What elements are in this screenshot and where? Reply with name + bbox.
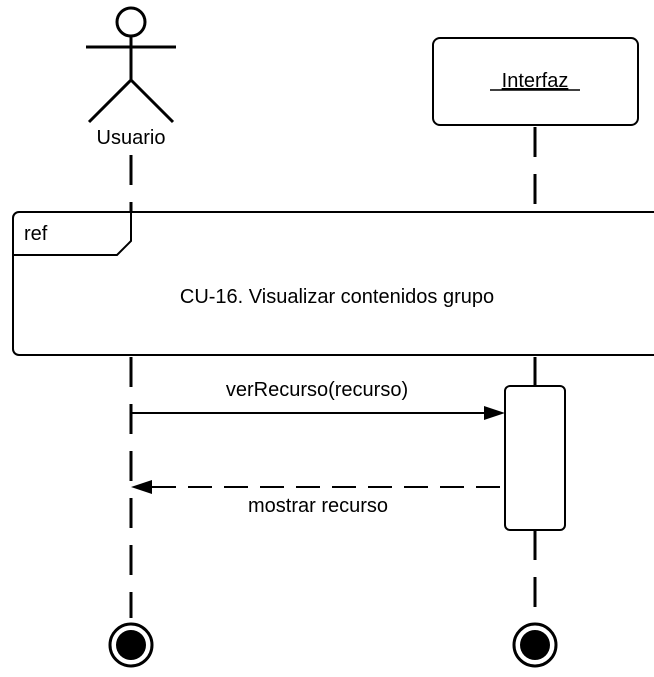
object-box-interfaz [432, 37, 639, 126]
actor-label: Usuario [97, 127, 166, 149]
object-label: Interfaz [502, 70, 569, 92]
actor-left-leg [87, 78, 133, 124]
end-usuario [108, 622, 154, 668]
activation-bar [504, 385, 566, 531]
message-arrowhead-verrecurso [484, 406, 505, 420]
ref-frame-tag: ref [24, 223, 48, 245]
message-arrowhead-mostrar [131, 480, 152, 494]
message-label-verrecurso: verRecurso(recurso) [226, 379, 408, 401]
message-label-mostrar: mostrar recurso [248, 495, 388, 517]
actor-head [115, 6, 147, 38]
ref-frame-tag-border [13, 212, 132, 256]
actor-usuario [86, 6, 176, 124]
ref-frame [12, 211, 654, 356]
actor-right-leg [129, 78, 175, 124]
end-interfaz [512, 622, 558, 668]
ref-frame-text: CU-16. Visualizar contenidos grupo [180, 286, 494, 308]
